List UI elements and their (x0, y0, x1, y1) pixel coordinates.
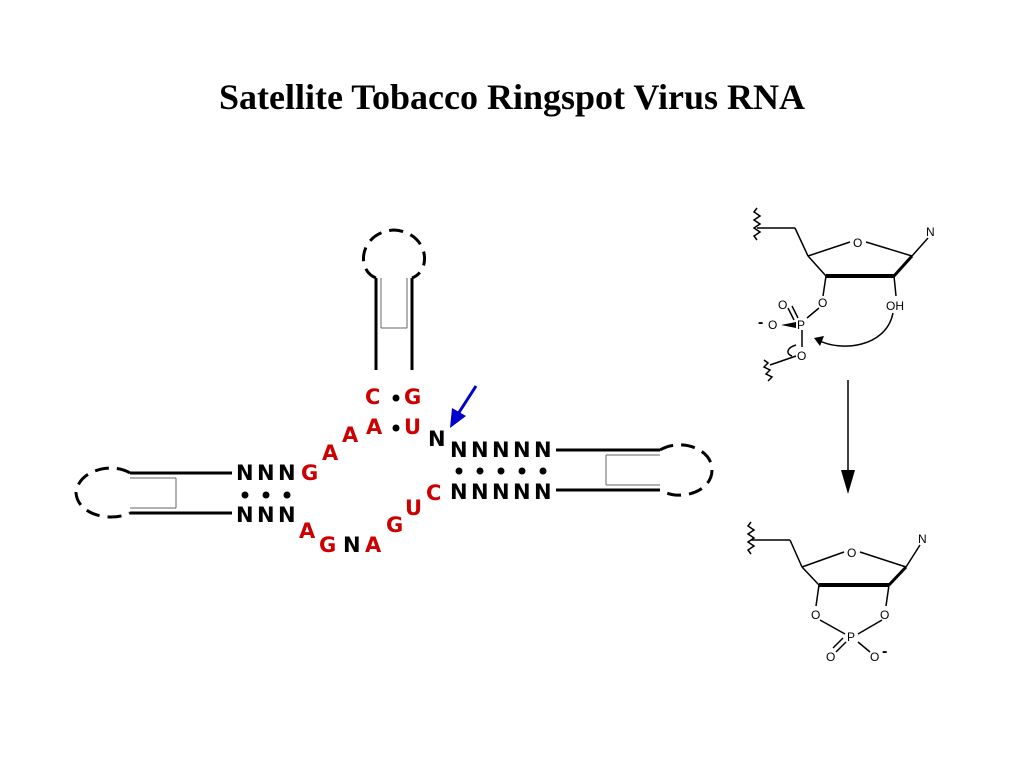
nt-c: C (365, 385, 380, 409)
svg-text:O: O (826, 650, 835, 664)
svg-text:N: N (918, 532, 927, 546)
reaction-bottom-labels: O N O O P O O - (811, 532, 927, 664)
nt-u: U (404, 415, 421, 439)
nt-a5: A (365, 533, 382, 557)
wedge-bond (781, 322, 796, 328)
reaction-top-labels: O N O OH P O O - O (758, 225, 935, 363)
curved-arrow-head-icon (814, 336, 824, 346)
svg-text:O: O (847, 546, 856, 560)
page-title: Satellite Tobacco Ringspot Virus RNA (218, 77, 806, 117)
nt-n: N (471, 438, 489, 462)
nt-n: N (492, 438, 510, 462)
nt-n: N (257, 503, 275, 527)
svg-text:-: - (882, 643, 887, 660)
nt-a3: A (322, 441, 339, 465)
left-stem (130, 471, 232, 515)
svg-text:P: P (797, 318, 805, 332)
nt-n-junction: N (428, 427, 446, 451)
base-pair-dots (241, 394, 547, 499)
nt-n: N (236, 503, 254, 527)
nt-n: N (471, 480, 489, 504)
nt-c2: C (426, 481, 441, 505)
svg-text:O: O (880, 608, 889, 622)
nt-n: N (492, 480, 510, 504)
svg-text:O: O (778, 298, 787, 312)
svg-text:O: O (768, 318, 777, 332)
top-stem (374, 278, 414, 370)
nt-g3: G (319, 533, 336, 557)
nt-g: G (404, 385, 421, 409)
nt-n: N (513, 438, 531, 462)
cyclic-phosphate-structure (746, 521, 921, 653)
nt-u2: U (405, 496, 422, 520)
nt-n: N (450, 480, 468, 504)
nt-g4: G (386, 513, 403, 537)
nt-g2: G (301, 461, 318, 485)
nt-a4: A (299, 519, 316, 543)
nt-n: N (278, 461, 296, 485)
left-loop (74, 466, 131, 519)
nt-n: N (513, 480, 531, 504)
svg-text:-: - (758, 314, 763, 331)
svg-text:O: O (818, 296, 827, 310)
nt-n: N (236, 461, 254, 485)
nt-n: N (278, 503, 296, 527)
svg-text:O: O (811, 608, 820, 622)
nt-n: N (257, 461, 275, 485)
nt-n: N (534, 480, 552, 504)
ribose-phosphate-structure (752, 207, 929, 382)
nucleotides: C G A U A A N N N N G N N N A G N A G U … (236, 385, 552, 557)
top-loop (361, 228, 427, 280)
svg-text:N: N (926, 225, 935, 239)
right-stem (556, 448, 660, 492)
reaction-arrow-icon (841, 380, 855, 494)
nt-n: N (450, 438, 468, 462)
svg-text:O: O (797, 349, 806, 363)
nt-a2: A (342, 423, 359, 447)
svg-text:P: P (847, 630, 855, 644)
svg-text:OH: OH (886, 299, 904, 313)
cleavage-arrow-icon (450, 385, 478, 428)
nt-n2: N (343, 533, 361, 557)
right-loop (659, 443, 714, 497)
svg-text:O: O (870, 650, 879, 664)
nt-n: N (534, 438, 552, 462)
nt-a: A (366, 415, 383, 439)
svg-text:O: O (853, 236, 862, 250)
